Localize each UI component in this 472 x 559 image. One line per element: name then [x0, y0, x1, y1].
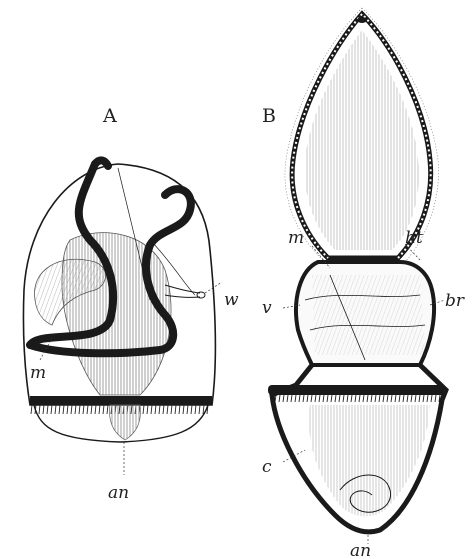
- cilium: [79, 405, 80, 414]
- cilium: [419, 395, 420, 402]
- cilium: [95, 405, 96, 414]
- cilium: [295, 395, 296, 402]
- cilium: [339, 395, 340, 402]
- cilium: [67, 405, 68, 414]
- cilium: [355, 395, 356, 402]
- cilium: [423, 395, 424, 402]
- panel-b-label-an: an: [350, 541, 371, 559]
- cilium: [195, 405, 196, 414]
- cilium: [395, 395, 396, 402]
- cilium: [307, 395, 308, 402]
- cilium: [31, 405, 32, 414]
- cilium: [303, 395, 304, 402]
- cilium: [383, 395, 384, 402]
- panel-a-label-w: w: [224, 290, 239, 310]
- panel-a: A w m an: [23, 105, 239, 503]
- panel-a-ciliary-girdle: [30, 396, 212, 405]
- cilium: [411, 395, 412, 402]
- cilium: [87, 405, 88, 414]
- cilium: [143, 405, 144, 414]
- cilium: [171, 405, 172, 414]
- cilium: [199, 405, 200, 414]
- cilium: [71, 405, 72, 414]
- cilium: [335, 395, 336, 402]
- panel-b-upper-lobe-striations: [305, 30, 419, 250]
- cilium: [427, 395, 428, 402]
- panel-b-girdle-cilia: [271, 395, 440, 402]
- panel-a-label: A: [102, 105, 117, 127]
- cilium: [311, 395, 312, 402]
- cilium: [151, 405, 152, 414]
- panel-a-vessel-end: [197, 292, 205, 298]
- cilium: [279, 395, 280, 402]
- cilium: [159, 405, 160, 414]
- cilium: [363, 395, 364, 402]
- cilium: [315, 395, 316, 402]
- panel-b-lower-striations: [309, 405, 430, 516]
- cilium: [63, 405, 64, 414]
- cilium: [47, 405, 48, 414]
- cilium: [107, 405, 108, 414]
- panel-b-label-v: v: [262, 298, 272, 318]
- cilium: [327, 395, 328, 402]
- cilium: [331, 395, 332, 402]
- cilium: [287, 395, 288, 402]
- cilium: [319, 395, 320, 402]
- cilium: [167, 405, 168, 414]
- cilium: [403, 395, 404, 402]
- cilium: [347, 395, 348, 402]
- cilium: [183, 405, 184, 414]
- panel-a-macronucleus-tip: [95, 160, 108, 166]
- cilium: [371, 395, 372, 402]
- cilium: [283, 395, 284, 402]
- cilium: [407, 395, 408, 402]
- cilium: [391, 395, 392, 402]
- cilium: [435, 395, 436, 402]
- cilium: [359, 395, 360, 402]
- panel-b: B m ht v br c: [262, 8, 465, 559]
- cilium: [99, 405, 100, 414]
- cilium: [75, 405, 76, 414]
- cilium: [415, 395, 416, 402]
- panel-b-label-c: c: [262, 457, 272, 477]
- cilium: [343, 395, 344, 402]
- cilium: [367, 395, 368, 402]
- cilium: [191, 405, 192, 414]
- cilium: [431, 395, 432, 402]
- cilium: [163, 405, 164, 414]
- cilium: [291, 395, 292, 402]
- cilium: [39, 405, 40, 414]
- cilium: [43, 405, 44, 414]
- cilium: [179, 405, 180, 414]
- cilium: [379, 395, 380, 402]
- cilium: [387, 395, 388, 402]
- cilium: [55, 405, 56, 414]
- panel-a-stomach: [62, 233, 171, 395]
- panel-b-label-ht: ht: [405, 228, 423, 248]
- panel-b-apical-pore: [357, 17, 367, 23]
- cilium: [203, 405, 204, 414]
- cilium: [375, 395, 376, 402]
- cilium: [299, 395, 300, 402]
- cilium: [83, 405, 84, 414]
- panel-b-label: B: [262, 105, 276, 127]
- panel-b-label-br: br: [445, 291, 465, 311]
- cilium: [91, 405, 92, 414]
- cilium: [155, 405, 156, 414]
- cilium: [59, 405, 60, 414]
- cilium: [51, 405, 52, 414]
- panel-a-label-m: m: [30, 363, 46, 383]
- cilium: [147, 405, 148, 414]
- panel-b-label-m: m: [288, 228, 304, 248]
- panel-a-label-an: an: [108, 483, 129, 503]
- cilium: [323, 395, 324, 402]
- cilium: [351, 395, 352, 402]
- panel-a-anus-region: [110, 405, 141, 440]
- cilium: [187, 405, 188, 414]
- panel-b-neck-striations: [312, 275, 425, 355]
- cilium: [103, 405, 104, 414]
- cilium: [175, 405, 176, 414]
- cilium: [399, 395, 400, 402]
